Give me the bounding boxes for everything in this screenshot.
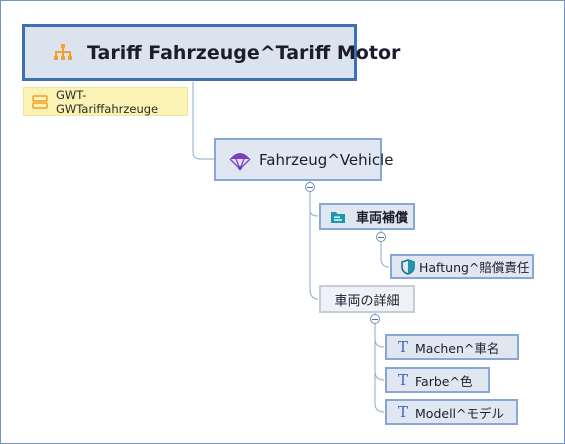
list-icon — [32, 94, 48, 109]
liability-topic[interactable]: Haftung^賠償責任 — [390, 254, 534, 279]
details-topic[interactable]: 車両の詳細 — [319, 285, 415, 313]
liability-label: Haftung^賠償責任 — [419, 260, 530, 275]
leaf-topic-model[interactable]: T Modell^モデル — [385, 399, 518, 425]
root-topic-label: Tariff Fahrzeuge^Tariff Motor — [87, 41, 401, 64]
compensation-topic[interactable]: 車両補償 — [319, 203, 415, 230]
leaf-label-model: Modell^モデル — [415, 405, 504, 421]
folder-icon — [330, 210, 346, 224]
vehicle-topic[interactable]: Fahrzeug^Vehicle — [214, 138, 393, 181]
compensation-label: 車両補償 — [356, 211, 409, 226]
leaf-topic-make[interactable]: T Machen^車名 — [385, 334, 519, 360]
collapse-details-toggle[interactable] — [370, 314, 380, 324]
text-icon: T — [398, 337, 409, 356]
leaf-label-color: Farbe^色 — [415, 373, 473, 389]
parachute-icon — [229, 149, 251, 171]
leaf-label-make: Machen^車名 — [415, 340, 500, 356]
details-label: 車両の詳細 — [334, 293, 400, 309]
text-icon: T — [398, 370, 409, 389]
shield-icon — [401, 258, 415, 275]
root-topic[interactable]: Tariff Fahrzeuge^Tariff Motor — [22, 24, 400, 81]
collapse-compensation-toggle[interactable] — [376, 232, 386, 242]
leaf-topic-color[interactable]: T Farbe^色 — [385, 367, 490, 393]
text-icon: T — [398, 402, 409, 421]
vehicle-label: Fahrzeug^Vehicle — [259, 150, 394, 169]
collapse-vehicle-toggle[interactable] — [305, 182, 315, 192]
hierarchy-icon — [53, 43, 73, 63]
note-label[interactable]: GWT-GWTariffahrzeuge — [23, 87, 188, 116]
note-text: GWT-GWTariffahrzeuge — [56, 87, 159, 116]
